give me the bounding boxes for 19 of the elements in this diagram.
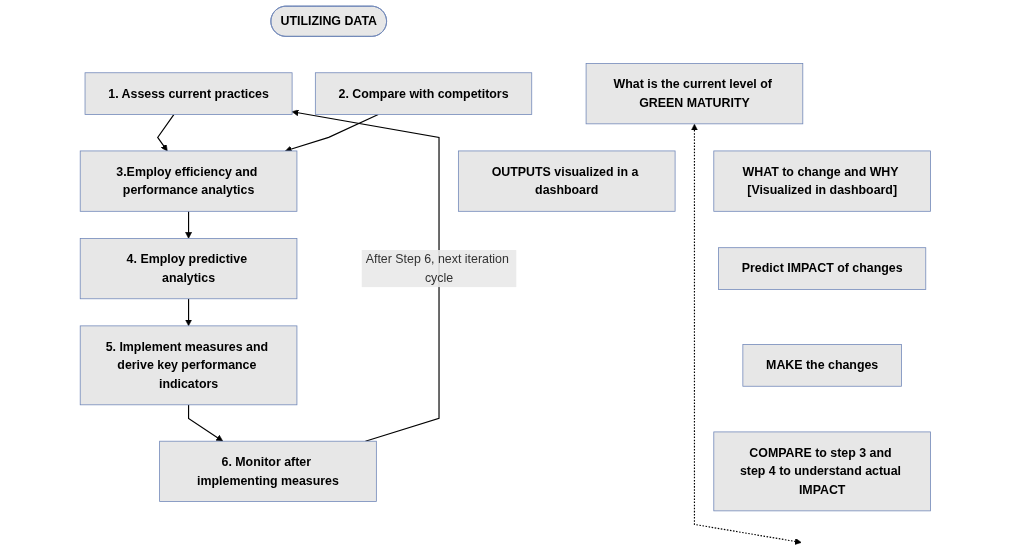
- node-box: 2. Compare with competitors: [315, 72, 533, 115]
- arrow: [291, 109, 440, 442]
- node-box: OUTPUTS visualized in a dashboard: [458, 150, 676, 212]
- edge-label: After Step 6, next iteration cycle: [365, 252, 510, 285]
- node-box: 5. Implement measures and derive key performance indicators: [79, 325, 298, 406]
- node-box: WHAT to change and WHY [Visualized in dashboard]: [713, 150, 932, 212]
- arrow: [185, 298, 193, 327]
- node-box: MAKE the changes: [742, 344, 902, 387]
- node-box: 3.Employ efficiency and performance analytics: [79, 150, 298, 212]
- arrow: [185, 210, 193, 239]
- arrow: [691, 123, 802, 545]
- node-box: COMPARE to step 3 and step 4 to understand actual IMPACT: [713, 431, 932, 512]
- node-box: What is the current level of GREEN MATURITY: [585, 63, 804, 125]
- node-box: 1. Assess current practices: [84, 72, 293, 115]
- node-box: 4. Employ predictive analytics: [79, 238, 298, 300]
- node-box: 6. Monitor after implementing measures: [159, 440, 377, 502]
- arrow: [188, 404, 224, 442]
- node-box: Predict IMPACT of changes: [718, 247, 927, 290]
- arrow: [157, 114, 175, 152]
